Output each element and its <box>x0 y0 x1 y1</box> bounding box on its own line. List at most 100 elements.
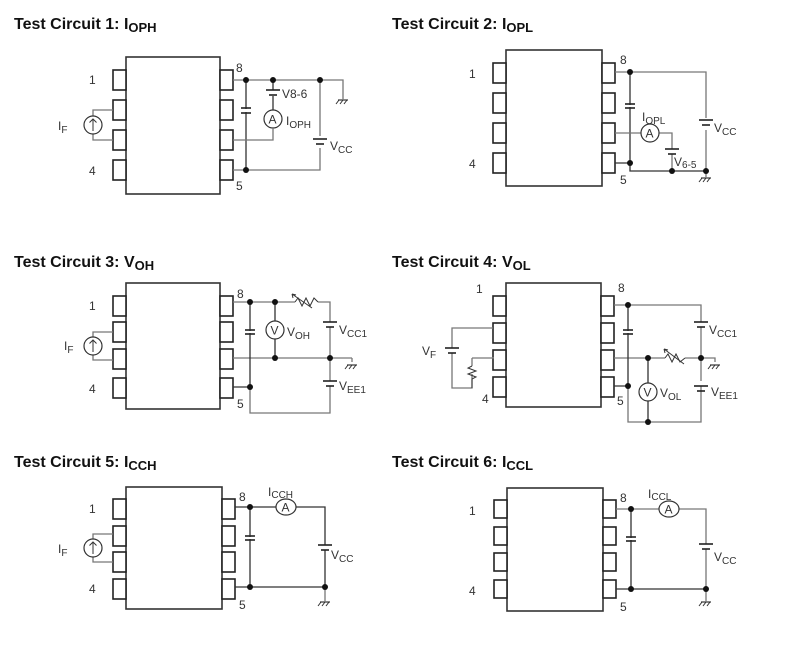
pin-5 <box>221 578 236 600</box>
meter-letter: A <box>646 127 654 141</box>
pin-label-5: 5 <box>239 598 246 612</box>
pin-label-1: 1 <box>469 504 476 518</box>
pin-label-1: 1 <box>89 73 96 87</box>
pin-7 <box>602 526 617 546</box>
pin-4 <box>112 578 127 600</box>
pin-1 <box>492 62 507 84</box>
title-subscript: CCH <box>128 458 157 473</box>
pin-8 <box>219 69 234 91</box>
pin-6 <box>221 551 236 573</box>
pin-3 <box>493 552 508 572</box>
circuit-5: 1 4 8 5 IF A ICCH VCC <box>58 485 353 612</box>
voh-label: VOH <box>287 325 310 342</box>
meter-letter: A <box>269 113 277 127</box>
pin-1 <box>492 295 507 317</box>
pin-6 <box>601 122 616 144</box>
title-subscript: OH <box>134 258 155 273</box>
ic-package <box>125 282 221 410</box>
ioph-label: IOPH <box>286 114 311 131</box>
title-subscript: CCL <box>506 458 534 473</box>
title-text: Test Circuit 1: I <box>14 16 129 33</box>
pin-8 <box>601 62 616 84</box>
pin-2 <box>112 525 127 547</box>
title-subscript: OPL <box>506 20 534 35</box>
vf-label: VF <box>422 344 436 361</box>
pin-5 <box>601 152 616 174</box>
pin-label-8: 8 <box>620 491 627 505</box>
v65-label: V6-5 <box>674 155 697 171</box>
vcc1-label: VCC1 <box>339 323 367 340</box>
pin-2 <box>493 526 508 546</box>
pin-7 <box>601 92 616 114</box>
pin-label-5: 5 <box>236 179 243 193</box>
pin-5 <box>600 376 615 398</box>
title-circuit-4: Test Circuit 4: VOL <box>392 254 531 273</box>
vcc-label: VCC <box>714 121 736 138</box>
pin-label-1: 1 <box>89 502 96 516</box>
title-text: Test Circuit 4: V <box>392 254 513 271</box>
vcc-label: VCC <box>330 139 352 156</box>
pin-label-5: 5 <box>620 600 627 614</box>
pin-8 <box>602 499 617 519</box>
pin-3 <box>112 551 127 573</box>
ammeter-icon <box>658 500 680 518</box>
pin-label-1: 1 <box>476 282 483 296</box>
vee1-label: VEE1 <box>339 379 366 396</box>
pin-5 <box>219 377 234 399</box>
title-circuit-2: Test Circuit 2: IOPL <box>392 16 534 35</box>
pin-5 <box>602 579 617 599</box>
pin-label-4: 4 <box>482 392 489 406</box>
meter-letter: A <box>282 501 290 515</box>
pin-4 <box>493 579 508 599</box>
pin-label-4: 4 <box>89 164 96 178</box>
pin-8 <box>219 295 234 317</box>
vol-label: VOL <box>660 386 682 403</box>
pin-1 <box>112 295 127 317</box>
pin-2 <box>112 321 127 343</box>
v86-label: V8-6 <box>282 87 308 101</box>
pin-3 <box>492 349 507 371</box>
pin-7 <box>600 322 615 344</box>
title-subscript: OPH <box>128 20 157 35</box>
pin-label-1: 1 <box>469 67 476 81</box>
title-circuit-1: Test Circuit 1: IOPH <box>14 16 157 35</box>
pin-3 <box>112 129 127 151</box>
pin-2 <box>112 99 127 121</box>
circuit-2: 1 4 8 5 IOPL A V6-5 VCC <box>469 49 736 187</box>
pin-label-8: 8 <box>620 53 627 67</box>
pin-label-5: 5 <box>237 397 244 411</box>
meter-letter: A <box>665 503 673 517</box>
pin-2 <box>492 322 507 344</box>
pin-8 <box>221 498 236 520</box>
pin-3 <box>112 348 127 370</box>
pin-7 <box>219 321 234 343</box>
ic-package <box>125 486 223 610</box>
title-text: Test Circuit 2: I <box>392 16 507 33</box>
meter-letter: V <box>271 324 279 338</box>
ic-package <box>505 49 603 187</box>
pin-2 <box>492 92 507 114</box>
icch-label: ICCH <box>268 485 293 501</box>
pin-1 <box>112 69 127 91</box>
vee1-label: VEE1 <box>711 385 738 402</box>
title-text: Test Circuit 5: I <box>14 454 129 471</box>
pin-3 <box>492 122 507 144</box>
title-subscript: OL <box>512 258 531 273</box>
title-text: Test Circuit 6: I <box>392 454 507 471</box>
if-label: IF <box>64 339 73 356</box>
pin-4 <box>112 159 127 181</box>
title-circuit-6: Test Circuit 6: ICCL <box>392 454 534 473</box>
pin-1 <box>112 498 127 520</box>
pin-8 <box>600 295 615 317</box>
title-circuit-5: Test Circuit 5: ICCH <box>14 454 157 473</box>
pin-label-4: 4 <box>469 584 476 598</box>
pin-label-8: 8 <box>239 490 246 504</box>
meter-letter: V <box>644 386 652 400</box>
if-label: IF <box>58 542 67 559</box>
variable-resistor-icon <box>664 352 686 364</box>
pin-6 <box>600 349 615 371</box>
pin-1 <box>493 499 508 519</box>
pin-label-5: 5 <box>620 173 627 187</box>
pin-7 <box>219 99 234 121</box>
